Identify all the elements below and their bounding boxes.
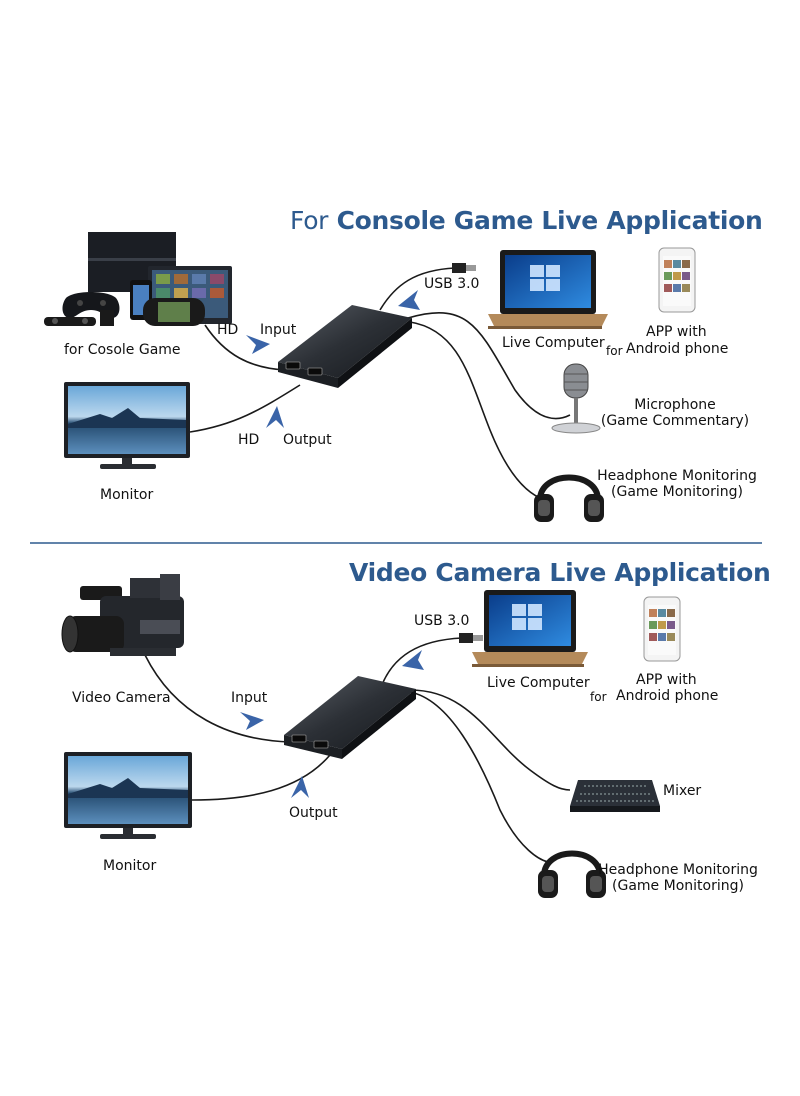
laptop-2 — [472, 590, 588, 667]
label-monitor-1: Monitor — [100, 487, 154, 503]
laptop-1 — [488, 250, 608, 329]
label-android-phone-2: Android phone — [616, 688, 719, 704]
arrow-output-2 — [291, 776, 309, 798]
usb-plug-2 — [459, 633, 483, 643]
label-headphone-1-line2: (Game Monitoring) — [611, 484, 743, 501]
capture-device-1 — [278, 305, 412, 388]
cable-monitor-output — [189, 384, 301, 433]
arrow-input-2 — [240, 712, 264, 730]
cable-monitor-output-2 — [191, 754, 331, 801]
android-phone-2 — [643, 596, 681, 662]
label-microphone-line2: (Game Commentary) — [600, 413, 750, 430]
arrows-section1 — [246, 290, 420, 428]
label-app-for-2: for — [590, 690, 607, 704]
label-live-computer-2: Live Computer — [487, 675, 590, 691]
android-phone-1 — [658, 247, 696, 313]
cable-usb — [379, 267, 456, 311]
usb-plug-1 — [452, 263, 476, 273]
arrow-input-1 — [246, 335, 270, 354]
label-app-for-1: for — [606, 344, 623, 358]
label-usb-2: USB 3.0 — [414, 613, 470, 629]
label-microphone: Microphone (Game Commentary) — [600, 397, 750, 429]
label-output-1: Output — [283, 432, 332, 448]
label-headphone-1-line1: Headphone Monitoring — [597, 468, 757, 484]
monitor-1 — [64, 382, 190, 469]
video-camera — [61, 574, 184, 656]
label-monitor-2: Monitor — [103, 858, 157, 874]
label-input-2: Input — [231, 690, 268, 706]
cable-headphone — [409, 321, 546, 501]
label-output-2: Output — [289, 805, 338, 821]
cable-mixer — [409, 689, 571, 791]
cable-headphone-2 — [409, 691, 549, 863]
audio-mixer — [570, 780, 660, 812]
cables-section2 — [144, 637, 571, 863]
cables-section1 — [189, 267, 571, 501]
label-headphone-2: Headphone Monitoring (Game Monitoring) — [598, 862, 758, 894]
console-game-devices — [44, 232, 232, 326]
label-microphone-line1: Microphone — [634, 397, 716, 413]
label-headphone-1: Headphone Monitoring (Game Monitoring) — [597, 468, 757, 500]
label-console-game: for Cosole Game — [64, 342, 181, 358]
section1-title: For Console Game Live Application — [290, 206, 763, 235]
headphone-2 — [538, 850, 606, 898]
section2-title: Video Camera Live Application — [349, 558, 771, 587]
ps-camera — [44, 317, 96, 326]
monitor-2 — [64, 752, 192, 839]
label-headphone-2-line1: Headphone Monitoring — [598, 862, 758, 878]
label-android-phone-1: Android phone — [626, 341, 729, 357]
cable-camera-input — [144, 654, 291, 743]
arrow-usb-1 — [398, 290, 420, 310]
arrow-usb-2 — [402, 650, 424, 670]
label-app-with-2: APP with — [636, 672, 697, 688]
label-live-computer-1: Live Computer — [502, 335, 605, 351]
label-usb-1: USB 3.0 — [424, 276, 480, 292]
label-app-with-1: APP with — [646, 324, 707, 340]
cable-usb-2 — [379, 637, 463, 691]
arrow-output-1 — [266, 406, 284, 428]
arrows-section2 — [240, 650, 424, 798]
microphone — [551, 363, 601, 434]
capture-device-2 — [284, 676, 416, 759]
label-hd-output: HD — [238, 432, 260, 448]
label-headphone-2-line2: (Game Monitoring) — [612, 878, 744, 895]
cable-console-input — [204, 324, 286, 371]
headphone-1 — [534, 474, 604, 522]
label-mixer: Mixer — [663, 783, 702, 799]
section1-title-main: Console Game Live Application — [336, 206, 763, 235]
cable-microphone — [407, 312, 571, 420]
label-hd-input: HD — [217, 322, 239, 338]
label-video-camera: Video Camera — [72, 690, 171, 706]
section1-title-prefix: For — [290, 206, 329, 235]
label-input-1: Input — [260, 322, 297, 338]
